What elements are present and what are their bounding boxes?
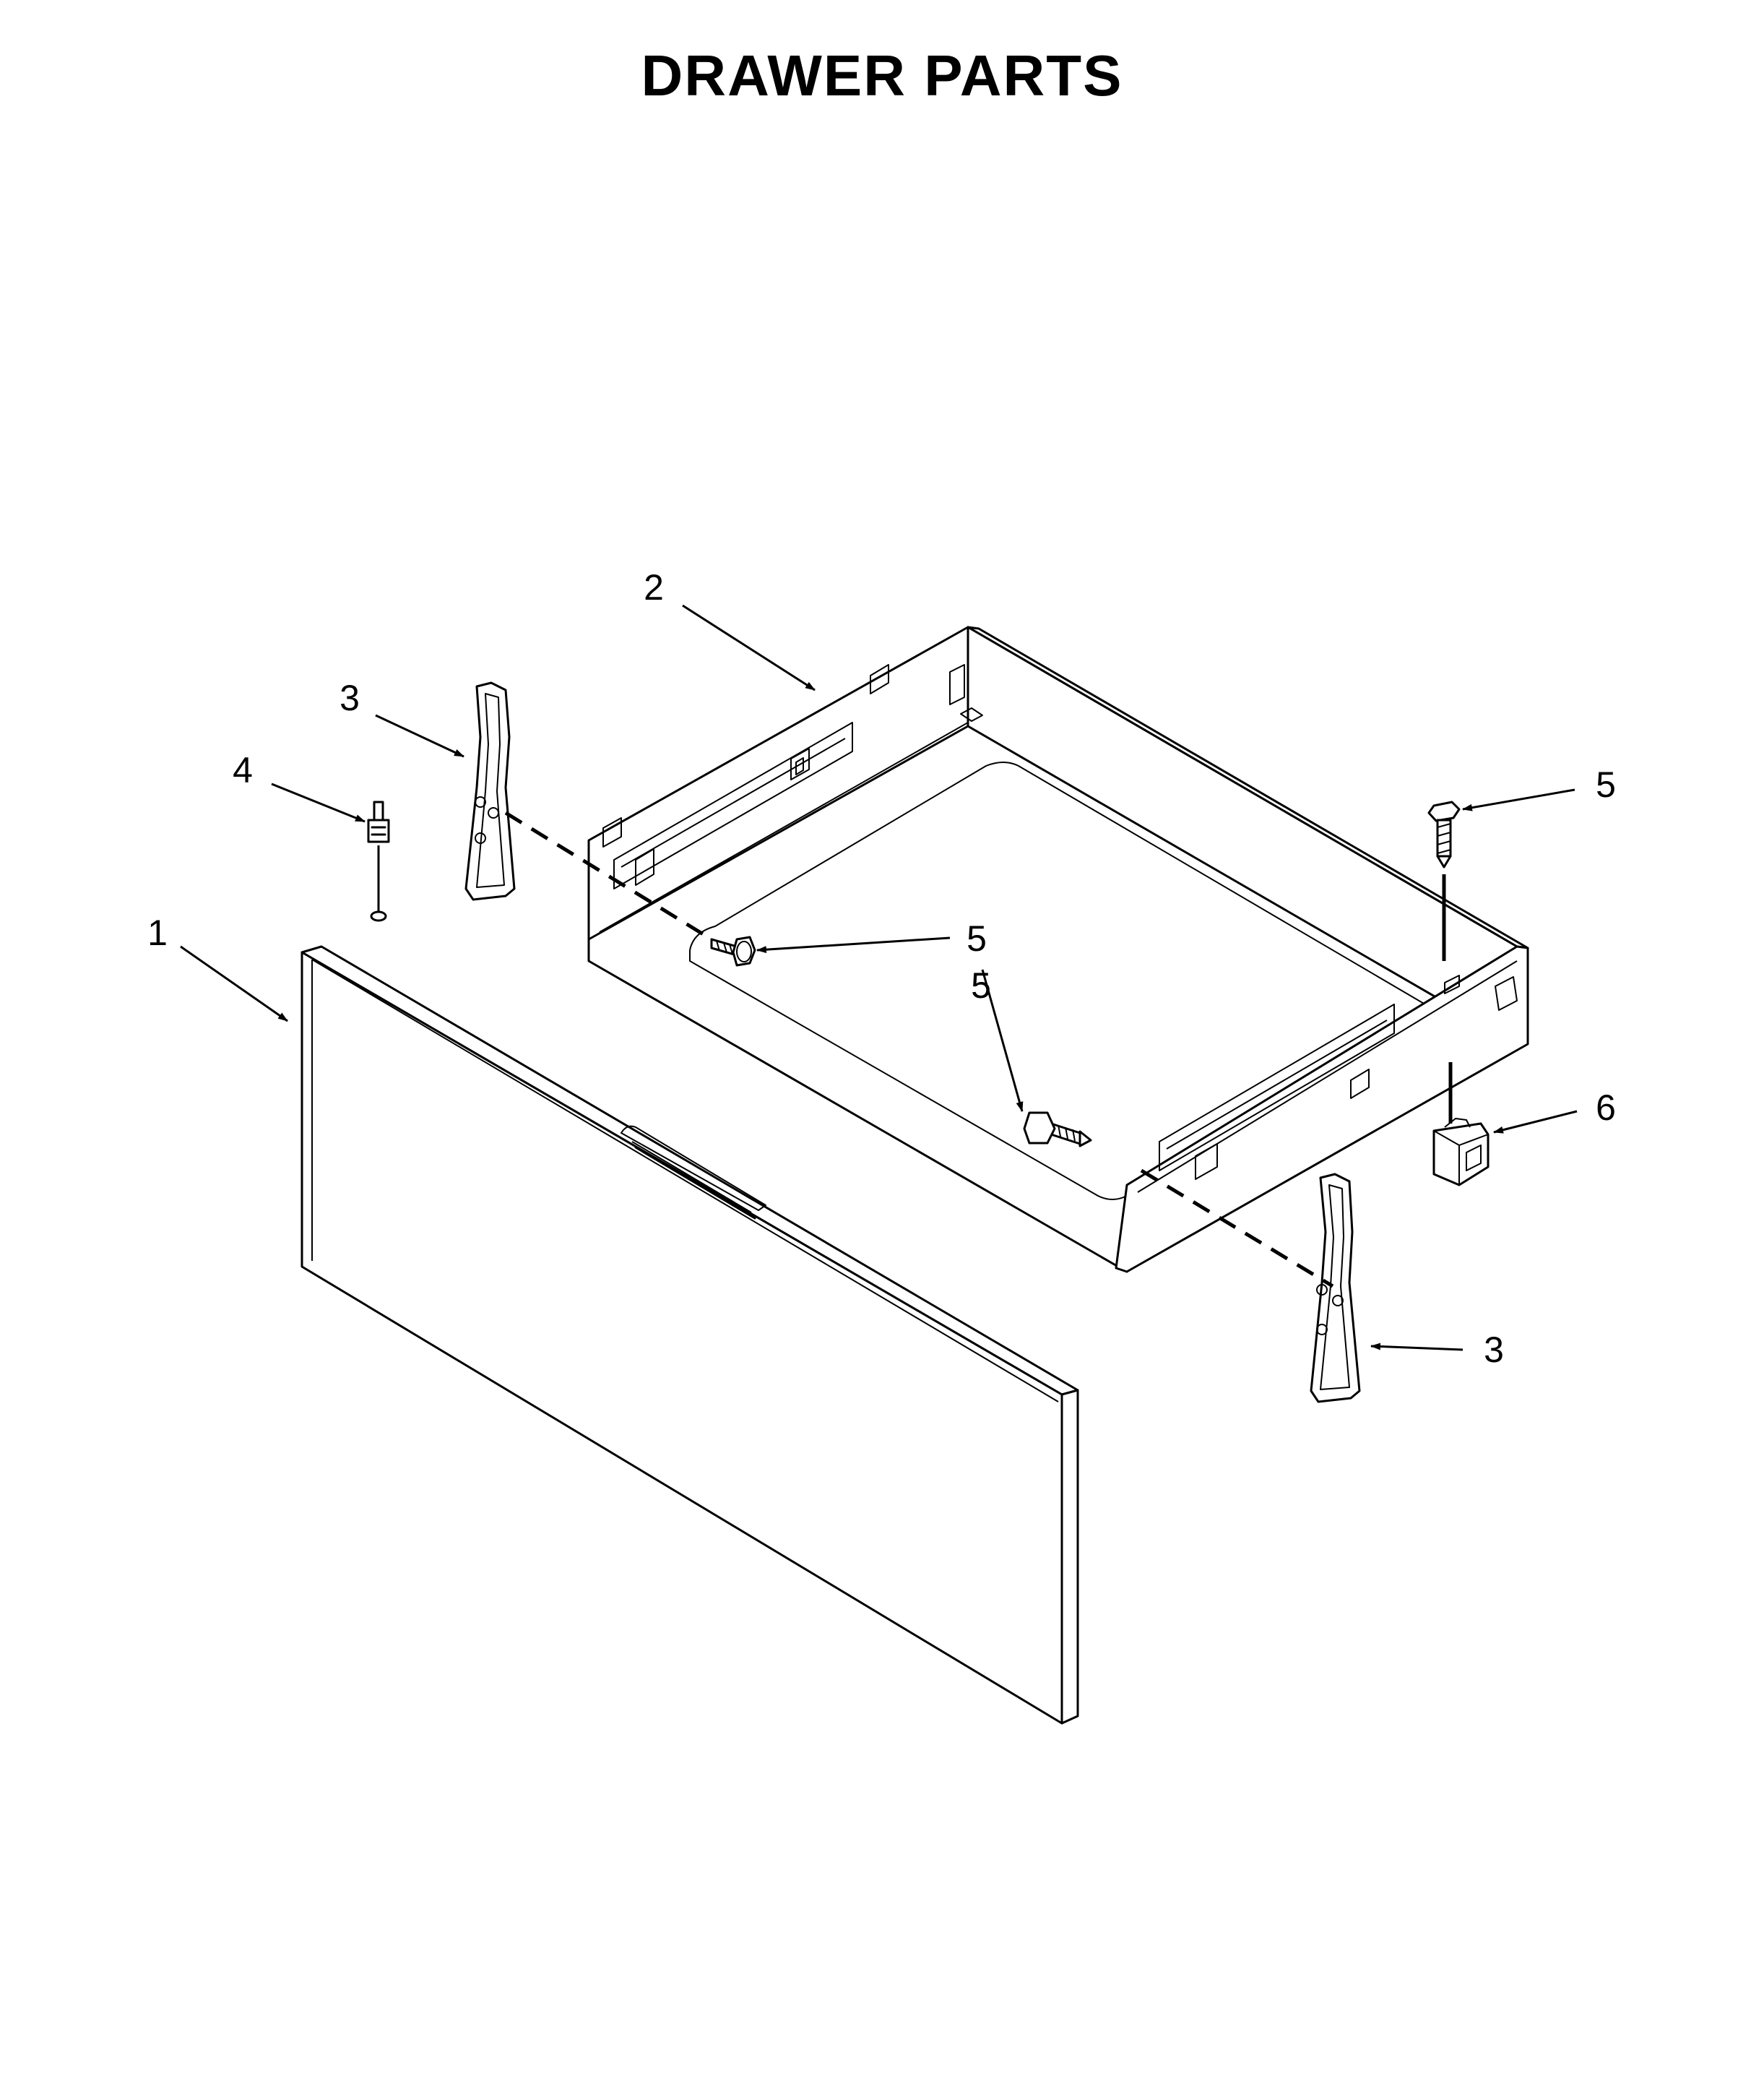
callout-label-drawer-body: 2 — [644, 567, 664, 608]
callout-label-rivet: 4 — [233, 750, 253, 790]
clip-part — [1432, 1118, 1490, 1186]
callout-label-screw-center: 5 — [967, 918, 987, 959]
screw-center-part — [710, 936, 756, 967]
screw-right-part — [1427, 801, 1461, 869]
glide-right-part — [1310, 1173, 1361, 1403]
front-panel-part — [301, 945, 1079, 1725]
callout-label-clip: 6 — [1596, 1087, 1616, 1128]
drawer-body-part — [587, 626, 1529, 1273]
rivet-part — [367, 801, 390, 922]
assembly-lines — [504, 811, 1453, 1288]
callout-label-panel: 1 — [147, 913, 168, 953]
glide-left-part — [464, 681, 516, 901]
callout-labels: 2 1 3 4 5 5 6 3 5 — [147, 567, 1616, 1370]
callout-label-glide-left: 3 — [340, 678, 360, 718]
callout-label-screw-right: 5 — [1596, 764, 1616, 805]
diagram-title: DRAWER PARTS — [641, 43, 1123, 108]
callout-label-screw-front: 5 — [971, 965, 991, 1006]
callout-label-glide-right: 3 — [1484, 1329, 1504, 1370]
callout-leaders — [180, 604, 1578, 1351]
screw-front-part — [1023, 1111, 1092, 1147]
